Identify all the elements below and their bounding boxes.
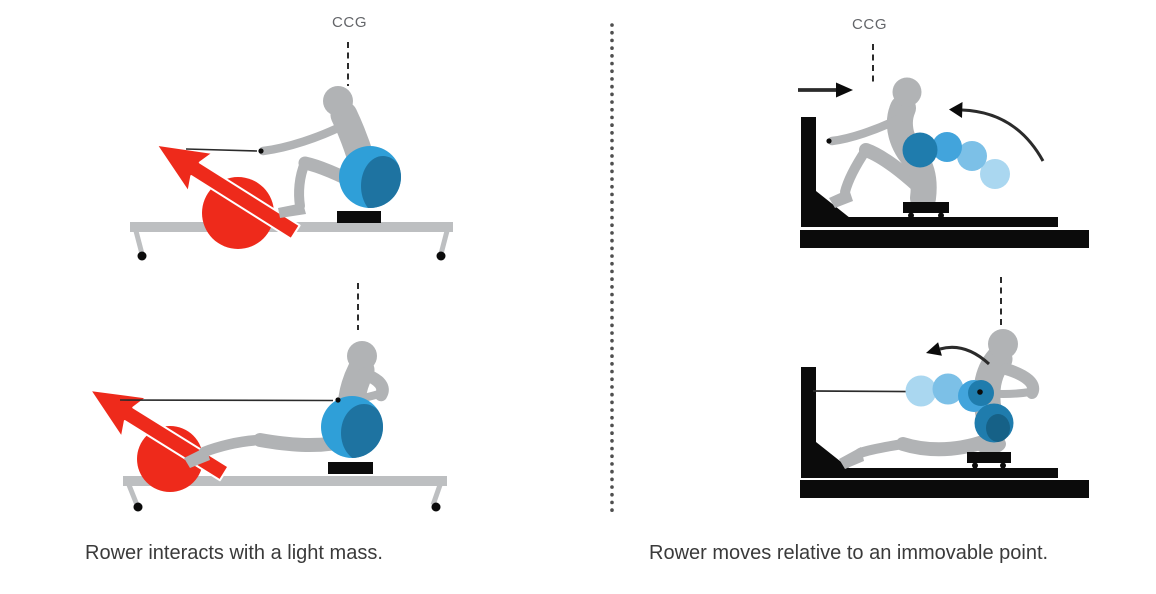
cg-trail-circle-2 [957,141,987,171]
cg-trail-circle-1 [980,159,1010,189]
diagram-erg-finish [89,283,447,512]
rotation-arrow-arc [939,345,991,366]
motion-arrow-head [836,82,853,98]
hand-point-dot [826,138,832,144]
rower-head [892,77,922,107]
erg-rail [123,476,447,486]
seat-wheel-right [1000,462,1006,469]
rower-foot [829,189,853,208]
rotation-arrow-head [949,102,963,118]
erg-rail-leg-right [438,230,450,255]
seat [967,452,1011,463]
rower-foot [839,447,864,469]
hand-point-dot [258,148,264,154]
seat-wheel-left [972,462,978,469]
ccg-label-right: CCG [852,16,888,33]
handle-chain-line [119,399,334,402]
base-platform [800,230,1089,248]
diagram-wall-finish [800,277,1089,498]
erg-foot-right [431,502,441,512]
seat-wheel-left [908,212,914,219]
rower-arm [258,121,347,156]
cg-trail-circle-3 [932,132,962,162]
flywheel-arrow [155,143,301,240]
body-mass-overlap [341,404,383,458]
seat-wheel-right [938,212,944,219]
rower-shin [855,439,908,458]
rower-foot [184,447,210,468]
rower-shin [294,158,310,211]
cg-trail-circle-1 [905,375,937,407]
rower-head [323,86,353,116]
diagram-wall-catch [798,44,1089,248]
ccg-label-left: CCG [332,14,368,31]
hand-point-dot [335,397,341,403]
erg-seat [328,462,373,474]
rower-head [988,329,1018,359]
rower-arm [827,114,904,146]
deck-platform [801,217,1058,227]
erg-seat [337,211,381,223]
erg-foot-left [133,502,143,512]
erg-foot-right [436,251,446,261]
rower-shin [198,434,266,458]
rotation-arrow-arc [961,108,1045,162]
base-platform [800,480,1089,498]
figure-caption-right: Rower moves relative to an immovable poi… [649,542,1049,564]
figure-caption-left: Rower interacts with a light mass. [85,542,383,564]
wall-column [801,117,816,218]
cg-trail-circle-4 [902,132,938,168]
erg-rail-leg-left [133,230,145,255]
wall-column [801,367,816,469]
erg-rail-leg-left [126,484,140,506]
rower-shin [840,145,871,197]
hand-point-dot [977,389,983,395]
rower-thigh [896,434,993,457]
erg-foot-left [137,251,147,261]
body-mass-overlap [361,156,401,208]
erg-rail-leg-right [430,484,443,506]
deck-platform [801,468,1058,478]
diagram-erg-catch [130,42,453,261]
rower-foot [278,203,306,218]
cg-trail-circle-2 [932,373,964,405]
seat [903,202,949,213]
rower-head [347,341,377,371]
handle-chain-line [185,148,258,152]
cg-trail-overlap [986,414,1010,442]
rotation-arrow-head [926,342,942,356]
